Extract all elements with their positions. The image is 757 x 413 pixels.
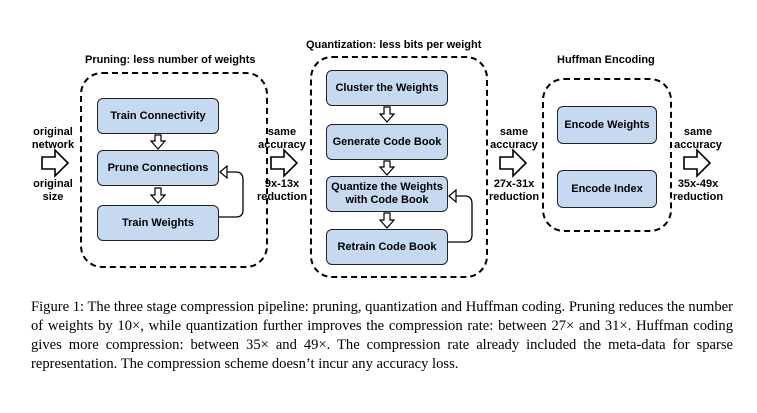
quantization-feedback-loop xyxy=(448,195,473,243)
retrain-code-book-box: Retrain Code Book xyxy=(326,229,448,265)
encode-index-box: Encode Index xyxy=(557,170,657,208)
pruning-feedback-arrowhead xyxy=(219,164,228,180)
down-arrow-quant-2 xyxy=(378,160,396,176)
quantization-feedback-arrowhead xyxy=(448,188,457,204)
huffman-stage-title: Huffman Encoding xyxy=(557,54,655,66)
after-pruning-reduction-label: 9x-13x reduction xyxy=(256,178,308,203)
original-size-label: original size xyxy=(33,178,73,203)
down-arrow-quant-3 xyxy=(378,212,396,229)
prune-connections-box: Prune Connections xyxy=(97,150,219,186)
cluster-weights-box: Cluster the Weights xyxy=(326,70,448,106)
after-quantization-reduction-label: 27x-31x reduction xyxy=(488,178,540,203)
quantization-stage-title: Quantization: less bits per weight xyxy=(306,39,482,51)
encode-weights-box: Encode Weights xyxy=(557,106,657,144)
down-arrow-prune-2 xyxy=(149,187,167,204)
figure-caption: Figure 1: The three stage compression pi… xyxy=(31,299,733,372)
train-connectivity-box: Train Connectivity xyxy=(97,98,219,134)
quantization-to-huffman-arrow xyxy=(499,148,528,178)
down-arrow-quant-1 xyxy=(378,106,396,123)
train-weights-box: Train Weights xyxy=(97,205,219,241)
pruning-stage-container xyxy=(80,72,268,268)
original-network-label: original network xyxy=(31,126,75,151)
huffman-stage-container xyxy=(542,78,672,232)
generate-code-book-box: Generate Code Book xyxy=(326,124,448,160)
after-pruning-accuracy-label: same accuracy xyxy=(258,126,306,151)
pruning-to-quantization-arrow xyxy=(270,148,299,178)
output-flow-arrow xyxy=(683,148,712,178)
quantize-weights-box: Quantize the Weights with Code Book xyxy=(326,176,448,212)
arrows-layer xyxy=(41,106,712,243)
down-arrow-prune-1 xyxy=(149,134,167,150)
quantization-stage-container xyxy=(310,56,488,278)
pruning-stage-title: Pruning: less number of weights xyxy=(85,54,256,66)
pruning-feedback-loop xyxy=(219,171,244,218)
input-flow-arrow xyxy=(41,148,70,178)
after-huffman-accuracy-label: same accuracy xyxy=(674,126,722,151)
after-huffman-reduction-label: 35x-49x reduction xyxy=(672,178,724,203)
after-quantization-accuracy-label: same accuracy xyxy=(490,126,538,151)
